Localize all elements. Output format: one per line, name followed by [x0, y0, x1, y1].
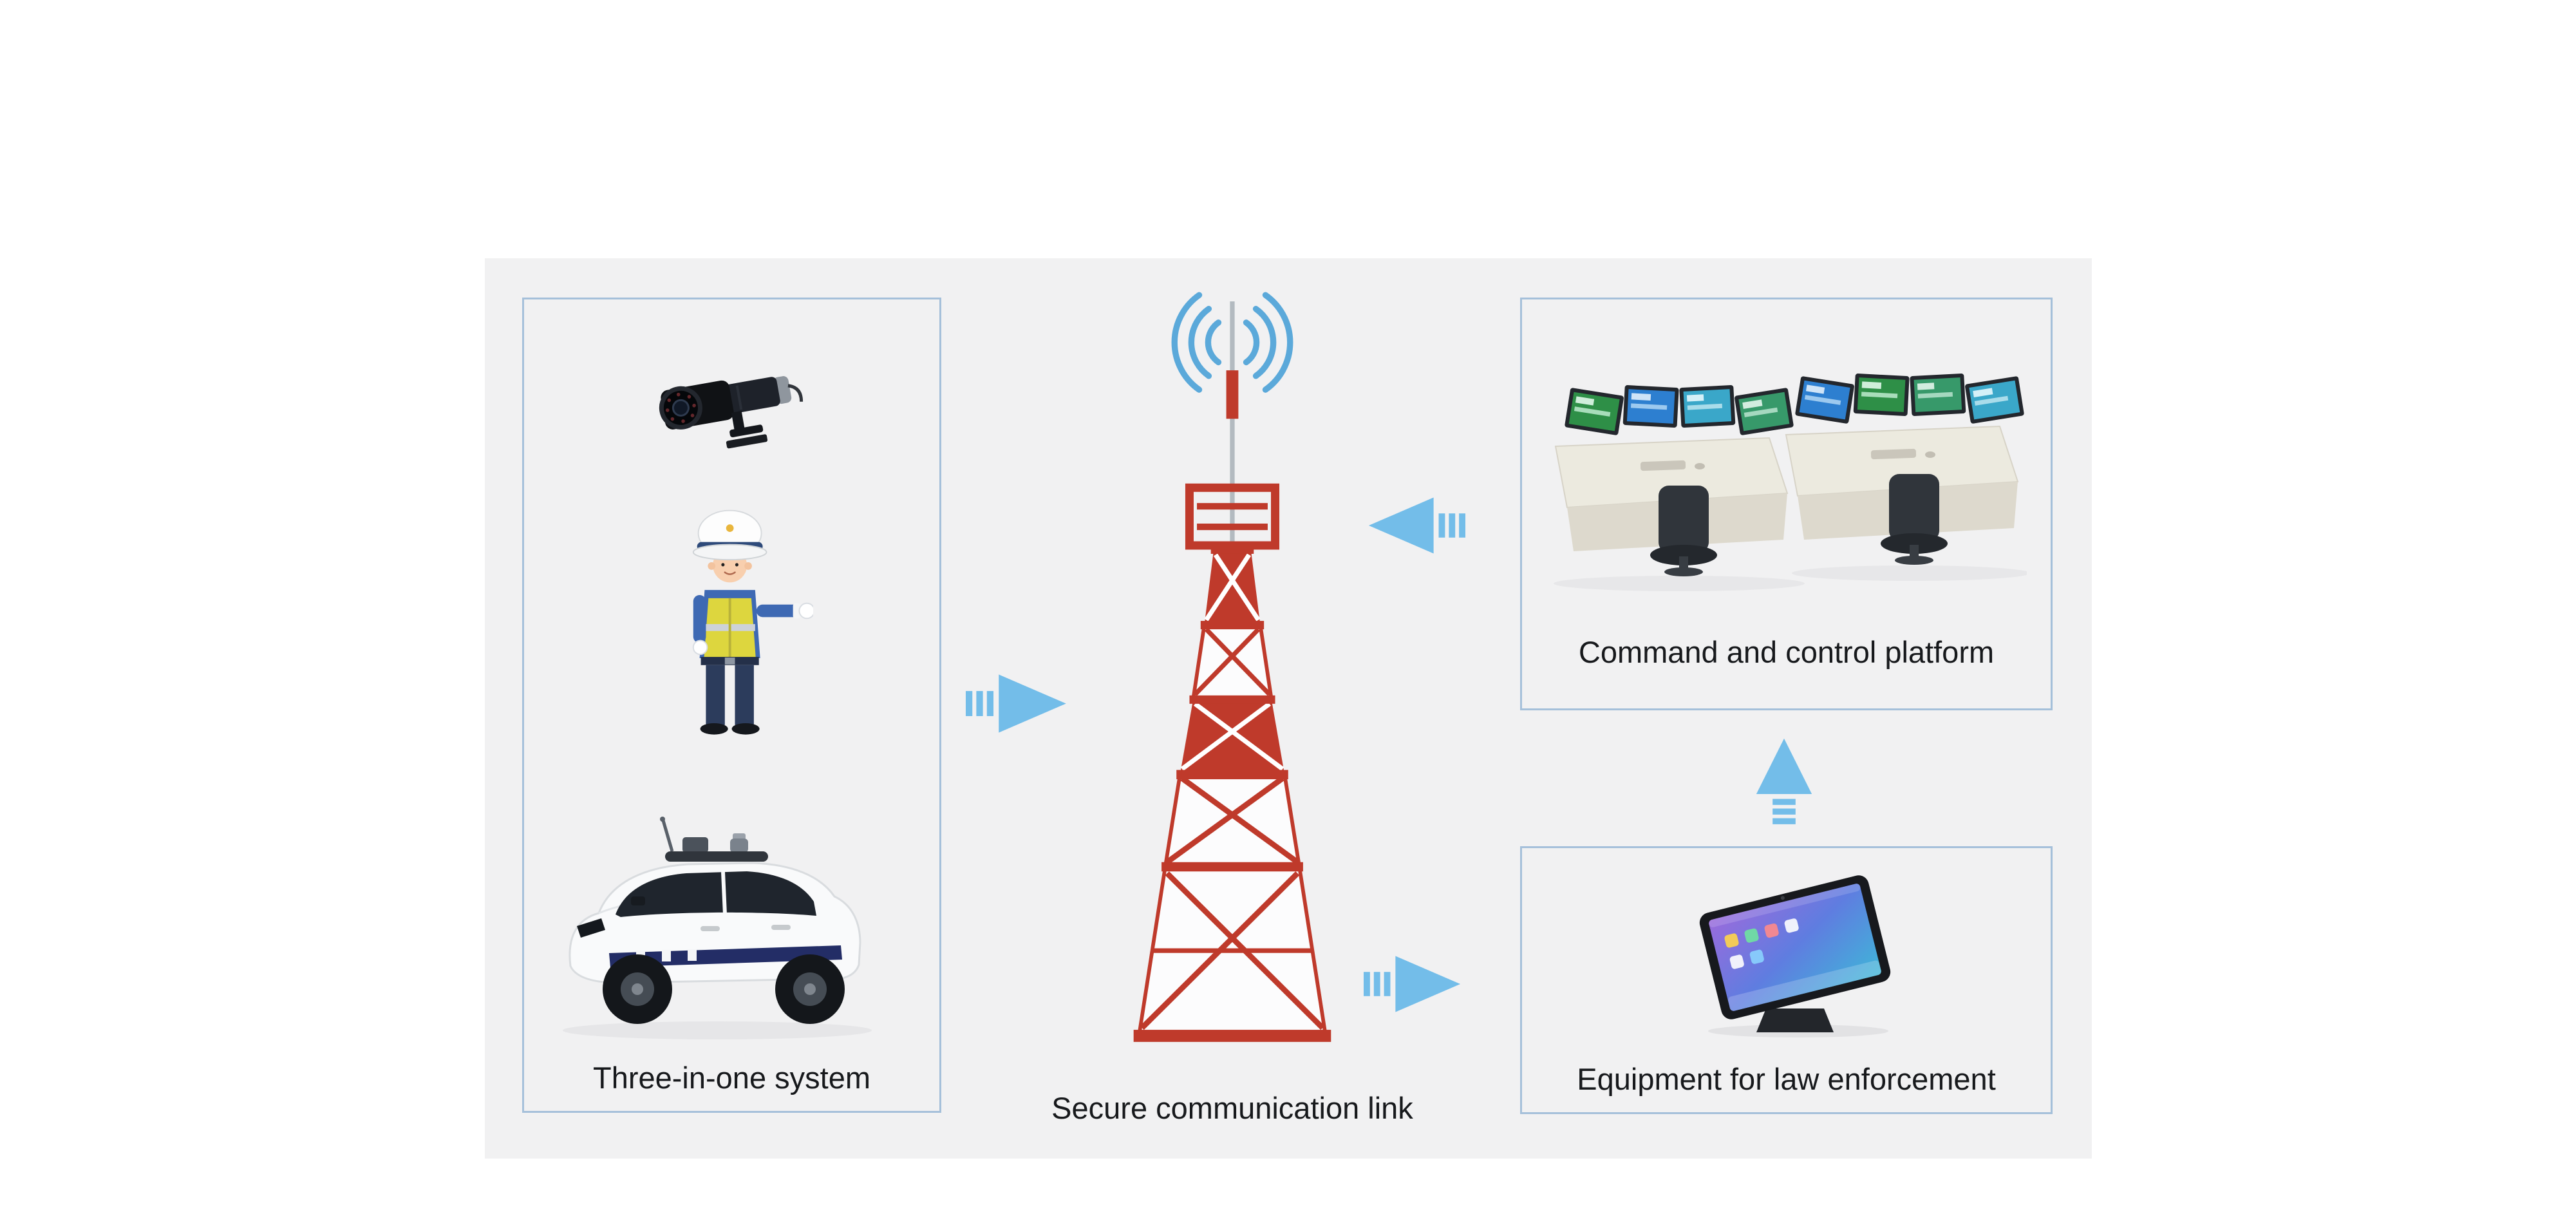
three-in-one-box: Three-in-one system: [522, 298, 941, 1113]
three-in-one-label: Three-in-one system: [593, 1061, 870, 1095]
traffic-police-officer-icon: [655, 498, 813, 755]
arrow-tower-to-law-enforcement: [1364, 952, 1465, 1016]
arrow-three-in-one-to-tower: [966, 670, 1071, 737]
arrow-command-platform-to-tower: [1364, 493, 1465, 558]
workstation-right: [1785, 374, 2024, 565]
workstation-left: [1554, 385, 1794, 576]
law-enforcement-label: Equipment for law enforcement: [1577, 1062, 1996, 1096]
radio-tower-icon: [1093, 285, 1372, 1048]
secure-link-label: Secure communication link: [1051, 1091, 1413, 1125]
law-enforcement-box: Equipment for law enforcement: [1520, 846, 2053, 1114]
arrow-law-enforcement-to-command-platform: [1752, 736, 1816, 833]
signal-waves-icon: [1171, 292, 1293, 393]
office-chair-left: [1650, 486, 1717, 576]
patrol-vehicle-icon: [540, 765, 926, 1055]
tablet-icon: [1669, 857, 1921, 1044]
command-platform-label: Command and control platform: [1578, 635, 1995, 669]
cctv-camera-icon: [653, 332, 814, 483]
office-chair-right: [1881, 474, 1948, 565]
command-platform-box: Command and control platform: [1520, 298, 2053, 710]
control-room-icon: [1550, 327, 2027, 623]
